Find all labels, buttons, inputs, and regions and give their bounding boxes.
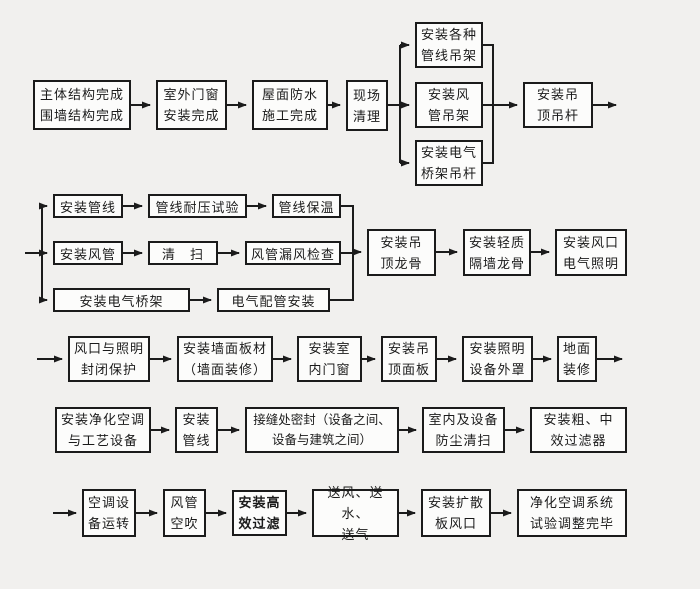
- node-ac-test-run: 空调设 备运转: [82, 489, 136, 537]
- node-pipeline-insulation: 管线保温: [272, 194, 341, 218]
- node-ceiling-keel: 安装吊 顶龙骨: [367, 229, 436, 276]
- node-roof-waterproof: 屋面防水 施工完成: [252, 80, 328, 130]
- node-hanger-ducts: 安装风 管吊架: [415, 82, 483, 128]
- node-hanger-trays: 安装电气 桥架吊杆: [415, 140, 483, 186]
- node-hepa-install: 安装高 效过滤: [232, 490, 287, 536]
- node-outlet-lighting: 安装风口 电气照明: [555, 229, 627, 276]
- node-interior-doors: 安装室 内门窗: [297, 336, 362, 382]
- node-hanger-pipelines: 安装各种 管线吊架: [415, 22, 483, 68]
- node-seam-sealing: 接缝处密封（设备之间、 设备与建筑之间）: [245, 407, 399, 453]
- node-install-pipelines-2: 安装 管线: [175, 407, 218, 453]
- node-ceiling-panels: 安装吊 顶面板: [381, 336, 437, 382]
- node-conduit-install: 电气配管安装: [217, 288, 330, 312]
- node-install-ducts: 安装风管: [53, 241, 123, 265]
- node-clean-ac-equipment: 安装净化空调 与工艺设备: [55, 407, 151, 453]
- node-lighting-covers: 安装照明 设备外罩: [462, 336, 533, 382]
- node-dust-cleaning: 室内及设备 防尘清扫: [422, 407, 505, 453]
- node-install-pipelines: 安装管线: [53, 194, 123, 218]
- node-site-cleanup: 现场 清理: [346, 80, 388, 131]
- node-pressure-test: 管线耐压试验: [148, 194, 247, 218]
- node-supply-air-water-gas: 送风、送水、 送气: [312, 485, 399, 542]
- node-system-complete: 净化空调系统 试验调整完毕: [517, 489, 627, 537]
- node-duct-sweep: 清 扫: [148, 241, 218, 265]
- node-leak-check: 风管漏风检查: [245, 241, 341, 265]
- node-main-structure: 主体结构完成 围墙结构完成: [33, 80, 131, 130]
- node-outlet-protection: 风口与照明 封闭保护: [68, 336, 150, 382]
- node-ceiling-rods: 安装吊 顶吊杆: [523, 82, 593, 128]
- node-wall-panels: 安装墙面板材 （墙面装修）: [177, 336, 273, 382]
- node-partition-keel: 安装轻质 隔墙龙骨: [463, 229, 531, 276]
- node-coarse-filters: 安装粗、中 效过滤器: [530, 407, 627, 453]
- node-floor-finish: 地面 装修: [557, 336, 597, 382]
- node-duct-blow: 风管 空吹: [163, 489, 206, 537]
- node-exterior-doors: 室外门窗 安装完成: [156, 80, 227, 130]
- node-cable-trays: 安装电气桥架: [53, 288, 190, 312]
- node-diffuser-outlets: 安装扩散 板风口: [421, 489, 491, 537]
